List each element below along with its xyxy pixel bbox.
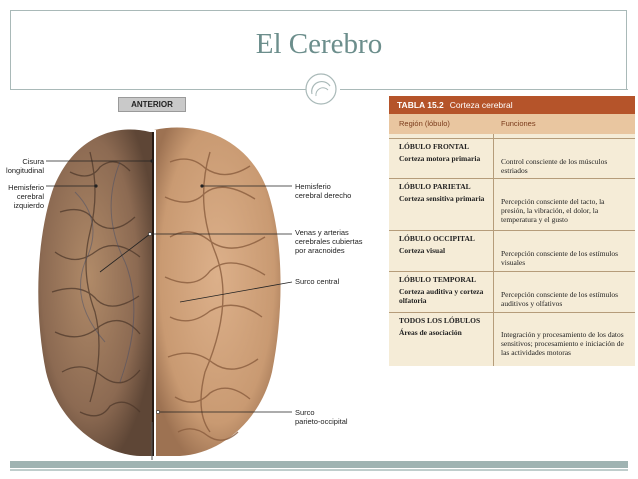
table-row: LÓBULO FRONTAL Corteza motora primaria C…	[389, 138, 635, 179]
column-region: Región (lóbulo)	[399, 119, 450, 128]
slide-title: El Cerebro	[255, 28, 383, 60]
section-function: Percepción consciente de los estímulos v…	[501, 249, 619, 267]
column-functions: Funciones	[501, 119, 536, 128]
table-number: TABLA 15.2	[397, 100, 444, 110]
label-cisura-longitudinal: Cisura longitudinal	[6, 157, 44, 175]
section-function: Integración y procesamiento de los datos…	[501, 330, 624, 357]
section-region: Corteza visual	[399, 246, 446, 255]
section-title: LÓBULO TEMPORAL	[399, 275, 477, 284]
label-hemisferio-derecho: Hemisferio cerebral derecho	[295, 182, 352, 200]
column-divider	[493, 134, 494, 366]
table-row: LÓBULO TEMPORAL Corteza auditiva y corte…	[389, 271, 635, 313]
table-row: LÓBULO OCCIPITAL Corteza visual Percepci…	[389, 230, 635, 272]
section-function: Percepción consciente de los estímulos a…	[501, 290, 619, 308]
title-rule-right	[340, 89, 628, 90]
section-region: Corteza auditiva y corteza olfatoria	[399, 287, 484, 305]
section-title: LÓBULO FRONTAL	[399, 142, 470, 151]
label-venas-arterias: Venas y arterias cerebrales cubiertas po…	[295, 228, 363, 255]
section-region: Corteza sensitiva primaria	[399, 194, 485, 203]
table-row: TODOS LOS LÓBULOS Áreas de asociación In…	[389, 312, 635, 367]
left-hemisphere	[38, 129, 152, 456]
section-title: LÓBULO PARIETAL	[399, 182, 471, 191]
label-surco-parieto-occipital: Surco parieto-occipital	[295, 408, 348, 426]
table-column-headers: Región (lóbulo) Funciones	[389, 114, 635, 134]
section-region: Áreas de asociación	[399, 328, 462, 337]
circle-ornament-icon	[305, 73, 337, 105]
table-header: TABLA 15.2 Corteza cerebral	[389, 96, 635, 114]
footer-band	[10, 461, 628, 468]
title-rule-left	[10, 89, 306, 90]
title-frame	[10, 10, 627, 90]
cortex-table: TABLA 15.2 Corteza cerebral Región (lóbul…	[389, 96, 635, 366]
label-hemisferio-izquierdo: Hemisferio cerebral izquierdo	[8, 183, 44, 210]
table-title: Corteza cerebral	[449, 100, 513, 110]
footer-line	[10, 469, 628, 471]
table-row: LÓBULO PARIETAL Corteza sensitiva primar…	[389, 178, 635, 231]
label-surco-central: Surco central	[295, 277, 340, 286]
right-hemisphere	[154, 127, 281, 456]
section-title: LÓBULO OCCIPITAL	[399, 234, 475, 243]
anterior-label: ANTERIOR	[118, 97, 186, 112]
section-title: TODOS LOS LÓBULOS	[399, 316, 481, 325]
section-function: Control consciente de los músculos estri…	[501, 157, 608, 175]
section-region: Corteza motora primaria	[399, 154, 481, 163]
brain-illustration	[38, 127, 293, 460]
section-function: Percepción consciente del tacto, la pres…	[501, 197, 605, 224]
